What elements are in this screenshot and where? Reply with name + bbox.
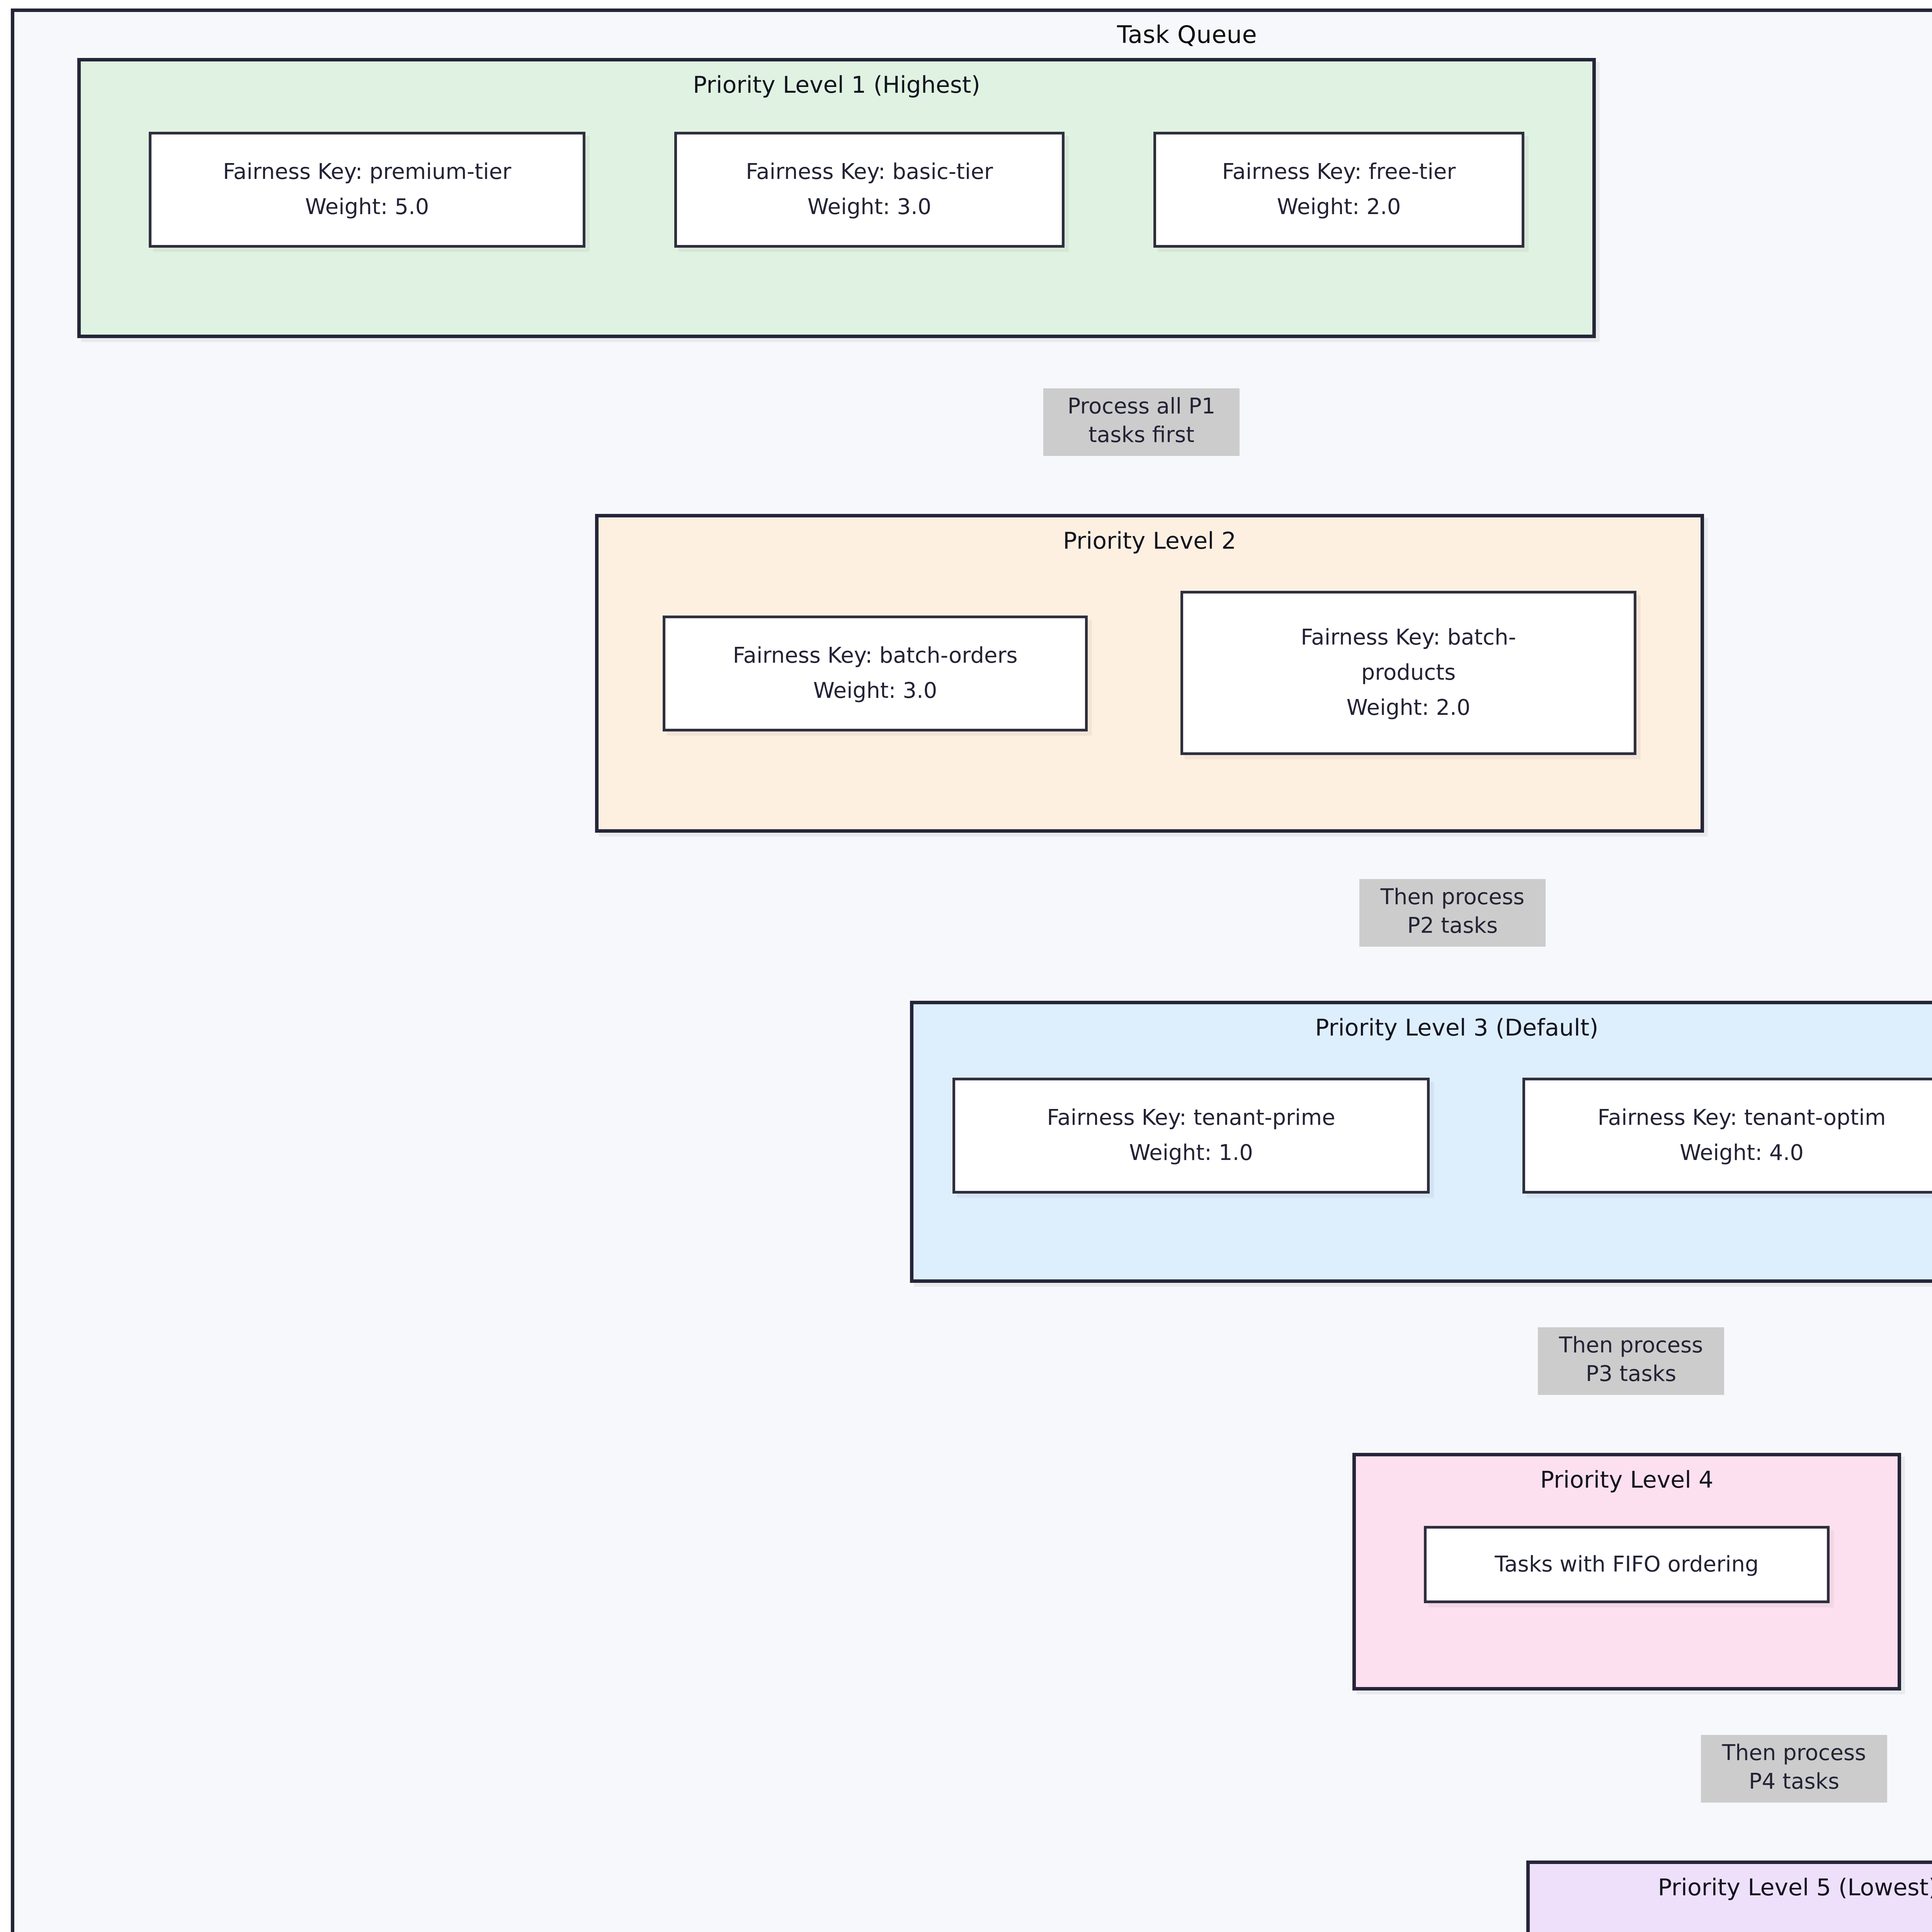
edge-label-p3-p4: Then process P3 tasks: [1538, 1327, 1724, 1395]
fairness-node-basic-tier[interactable]: Fairness Key: basic-tier Weight: 3.0: [674, 132, 1065, 248]
fairness-node-free-tier[interactable]: Fairness Key: free-tier Weight: 2.0: [1153, 132, 1524, 248]
weight-label: Weight: 2.0: [1346, 695, 1471, 720]
weight-label: Weight: 4.0: [1680, 1140, 1804, 1165]
fairness-key-label: Fairness Key: premium-tier: [223, 159, 512, 185]
fairness-node-tenant-optim[interactable]: Fairness Key: tenant-optim Weight: 4.0: [1522, 1078, 1932, 1194]
fairness-key-label-cont: products: [1361, 660, 1456, 685]
fairness-key-label: Fairness Key: batch-orders: [733, 643, 1018, 668]
edge-label-p4-p5: Then process P4 tasks: [1701, 1735, 1887, 1803]
priority-level-2-title: Priority Level 2: [1063, 527, 1236, 554]
weight-label: Weight: 5.0: [305, 194, 429, 219]
fairness-node-batch-orders[interactable]: Fairness Key: batch-orders Weight: 3.0: [663, 616, 1088, 731]
priority-level-1-title: Priority Level 1 (Highest): [693, 71, 980, 99]
priority-level-3-title: Priority Level 3 (Default): [1315, 1014, 1599, 1041]
fairness-node-premium-tier[interactable]: Fairness Key: premium-tier Weight: 5.0: [149, 132, 585, 248]
priority-level-2-group[interactable]: Priority Level 2 Fairness Key: batch-ord…: [595, 514, 1704, 833]
fairness-key-label: Fairness Key: tenant-prime: [1047, 1105, 1335, 1131]
priority-level-3-group[interactable]: Priority Level 3 (Default) Fairness Key:…: [910, 1001, 1932, 1283]
priority-level-4-title: Priority Level 4: [1540, 1466, 1714, 1493]
fairness-key-label: Fairness Key: tenant-optim: [1597, 1105, 1886, 1131]
fifo-label: Tasks with FIFO ordering: [1495, 1551, 1759, 1577]
fifo-node-p4[interactable]: Tasks with FIFO ordering: [1424, 1526, 1830, 1603]
priority-level-4-group[interactable]: Priority Level 4 Tasks with FIFO orderin…: [1352, 1453, 1901, 1690]
fairness-node-batch-products[interactable]: Fairness Key: batch- products Weight: 2.…: [1180, 591, 1636, 755]
priority-level-5-title: Priority Level 5 (Lowest): [1658, 1874, 1932, 1901]
weight-label: Weight: 2.0: [1277, 194, 1401, 219]
weight-label: Weight: 3.0: [813, 678, 937, 703]
fairness-key-label: Fairness Key: free-tier: [1222, 159, 1456, 185]
priority-level-1-group[interactable]: Priority Level 1 (Highest) Fairness Key:…: [77, 58, 1596, 338]
page-title: Task Queue: [1117, 20, 1257, 49]
weight-label: Weight: 1.0: [1129, 1140, 1253, 1165]
fairness-key-label: Fairness Key: batch-: [1301, 625, 1516, 650]
weight-label: Weight: 3.0: [807, 194, 932, 219]
fairness-node-tenant-prime[interactable]: Fairness Key: tenant-prime Weight: 1.0: [952, 1078, 1430, 1194]
edge-label-p1-p2: Process all P1 tasks first: [1043, 388, 1240, 456]
edge-label-p2-p3: Then process P2 tasks: [1359, 879, 1546, 947]
priority-level-5-group[interactable]: Priority Level 5 (Lowest) Tasks with FIF…: [1526, 1861, 1932, 1932]
fairness-key-label: Fairness Key: basic-tier: [746, 159, 993, 185]
